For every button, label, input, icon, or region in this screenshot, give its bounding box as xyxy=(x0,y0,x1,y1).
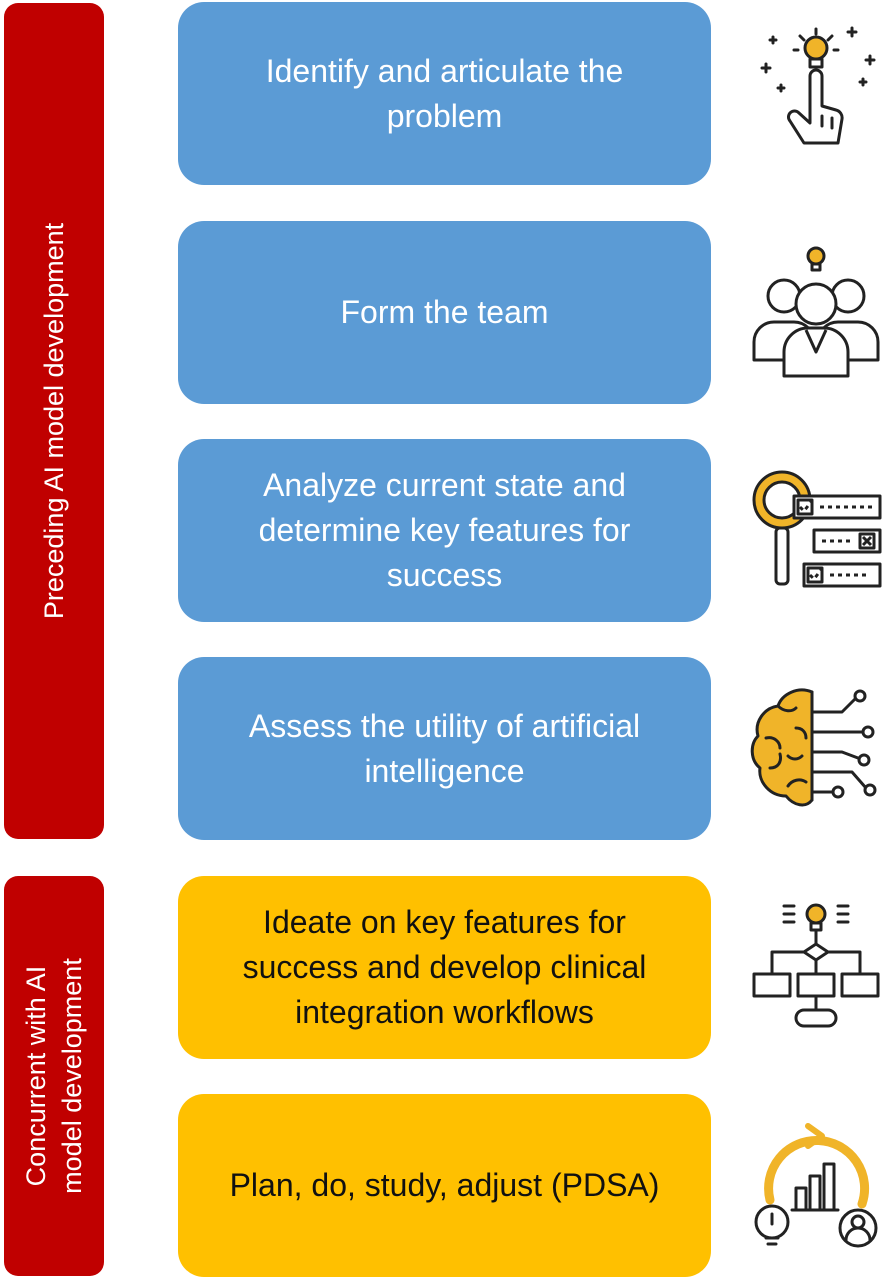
step-label: Analyze current state and determine key … xyxy=(258,467,631,593)
step-label: Assess the utility of artificial intelli… xyxy=(248,707,641,789)
step-label: Form the team xyxy=(340,294,549,330)
step-identify-problem: Identify and articulate the problem xyxy=(178,2,711,185)
phase-label-preceding: Preceding AI model development xyxy=(4,3,104,839)
step-label: Identify and articulate the problem xyxy=(265,52,624,134)
phase-label-concurrent: Concurrent with AI model development xyxy=(4,876,104,1276)
pdsa-cycle-icon xyxy=(748,1118,884,1254)
step-label: Plan, do, study, adjust (PDSA) xyxy=(229,1167,660,1203)
team-icon xyxy=(748,246,884,382)
step-assess-ai-utility: Assess the utility of artificial intelli… xyxy=(178,657,711,840)
step-label: Ideate on key features for success and d… xyxy=(242,904,647,1030)
step-ideate-workflows: Ideate on key features for success and d… xyxy=(178,876,711,1059)
phase-label-concurrent-line2: model development xyxy=(57,958,87,1194)
magnifier-checklist-icon xyxy=(748,466,884,602)
lightbulb-finger-icon xyxy=(748,26,884,162)
step-pdsa: Plan, do, study, adjust (PDSA) xyxy=(178,1094,711,1277)
phase-label-preceding-text: Preceding AI model development xyxy=(39,222,69,620)
brain-circuit-icon xyxy=(748,682,884,818)
step-form-team: Form the team xyxy=(178,221,711,404)
step-analyze-current-state: Analyze current state and determine key … xyxy=(178,439,711,622)
workflow-icon xyxy=(748,900,884,1036)
phase-label-concurrent-line1: Concurrent with AI xyxy=(21,965,51,1187)
